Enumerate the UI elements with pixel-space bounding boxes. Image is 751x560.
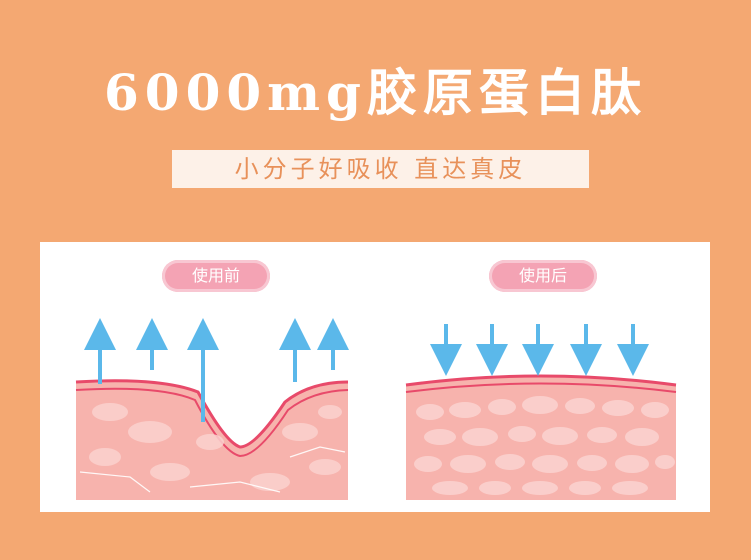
comparison-panel: 使用前 使用后 — [40, 242, 710, 512]
after-label-badge: 使用后 — [489, 260, 597, 292]
skin-before-illustration — [75, 379, 349, 500]
before-label-badge: 使用前 — [162, 260, 270, 292]
skin-illustration — [75, 318, 677, 500]
subtitle-banner: 小分子好吸收 直达真皮 — [172, 150, 589, 188]
headline-title: 6000mg胶原蛋白肽 — [103, 63, 648, 122]
skin-after-illustration — [405, 374, 677, 500]
arrows-penetrating-after — [430, 324, 649, 376]
arrows-escaping-before — [84, 318, 349, 422]
subtitle-text: 小分子好吸收 直达真皮 — [234, 155, 527, 183]
